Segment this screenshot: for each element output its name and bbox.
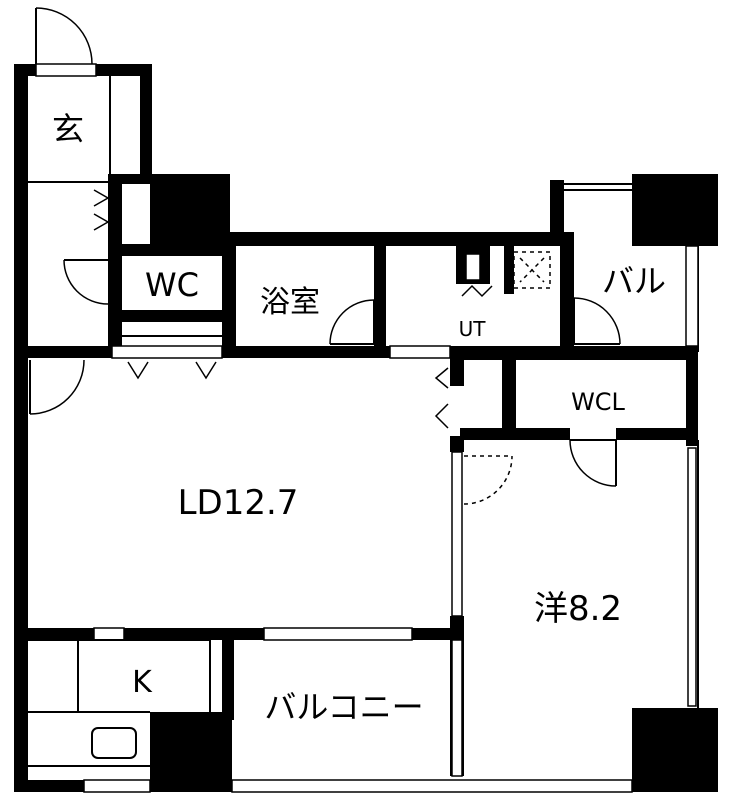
label-utility: UT — [459, 317, 487, 341]
label-balcony-small: バル — [602, 262, 666, 300]
thin-lines — [28, 63, 699, 793]
label-living-dining: LD12.7 — [178, 483, 299, 523]
label-walk-in-closet: WCL — [571, 388, 625, 416]
label-kitchen: K — [132, 665, 153, 700]
label-bath: 浴室 — [260, 285, 320, 320]
label-western-room: 洋8.2 — [534, 589, 622, 629]
label-entrance: 玄 — [52, 110, 84, 148]
walls — [14, 64, 718, 792]
label-wc: WC — [145, 266, 199, 304]
label-balcony: バルコニー — [264, 688, 423, 726]
room-labels: 玄 WC 浴室 UT バル WCL LD12.7 洋8.2 K バルコニー — [52, 110, 666, 726]
doors — [29, 7, 621, 505]
